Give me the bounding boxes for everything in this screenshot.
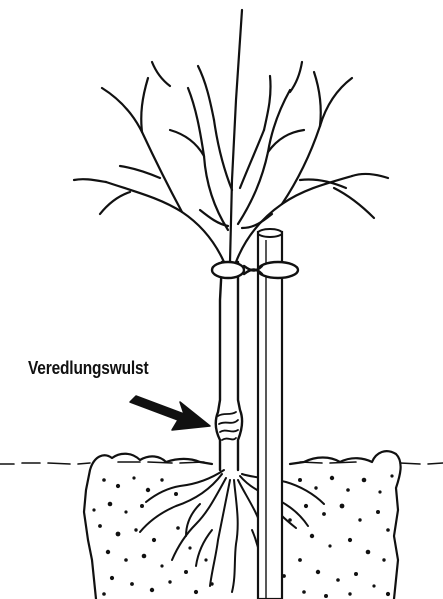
arrow-icon bbox=[130, 396, 210, 430]
tree-tie bbox=[212, 262, 298, 278]
tree-crown bbox=[74, 10, 388, 262]
soil-texture bbox=[92, 474, 393, 598]
tree-trunk bbox=[216, 262, 242, 470]
roots bbox=[140, 470, 324, 592]
ground-line bbox=[0, 462, 443, 464]
graft-union-label: Veredlungswulst bbox=[28, 358, 148, 379]
support-stake bbox=[258, 229, 282, 599]
